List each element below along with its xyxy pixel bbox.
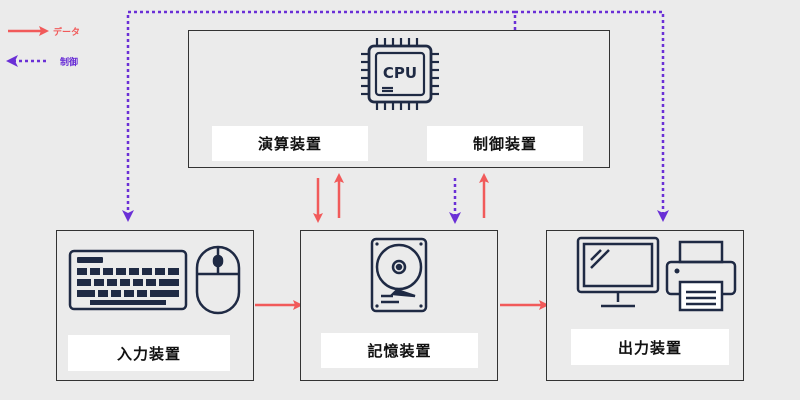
- keyboard-icon: [68, 249, 188, 311]
- monitor-icon: [576, 236, 660, 308]
- cpu-chip-icon: [361, 38, 439, 110]
- mouse-icon: [195, 245, 241, 315]
- input-device-label: 入力装置: [68, 335, 230, 371]
- cpu-chip-label: CPU: [382, 64, 418, 82]
- output-device-label: 出力装置: [571, 329, 729, 365]
- printer-icon: [665, 240, 737, 312]
- control-unit-label: 制御装置: [427, 126, 583, 161]
- control-line-to-output: [515, 10, 669, 222]
- alu-label: 演算装置: [212, 126, 368, 161]
- storage-device-label: 記憶装置: [321, 333, 478, 368]
- legend-data-label: データ: [53, 28, 81, 38]
- legend-control-label: 制御: [60, 58, 79, 68]
- hard-disk-icon: [370, 237, 428, 313]
